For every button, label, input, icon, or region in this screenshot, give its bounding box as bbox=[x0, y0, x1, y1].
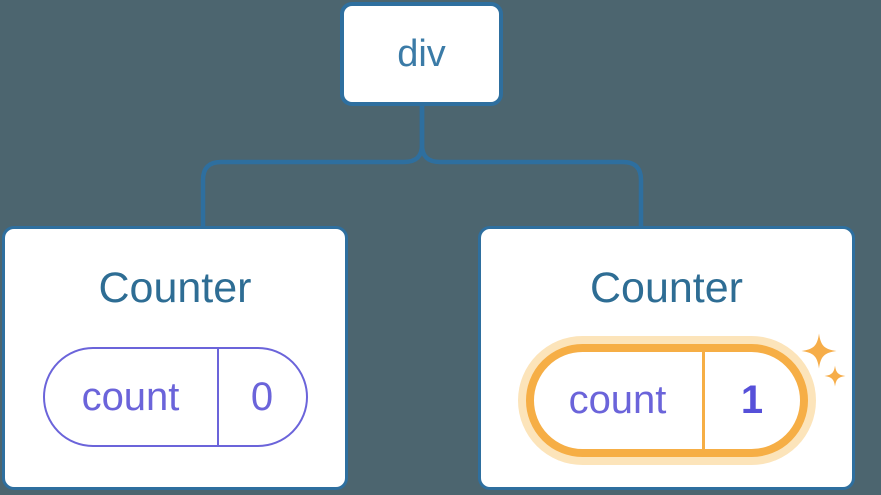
sparkle-small bbox=[824, 365, 845, 387]
component-title: Counter bbox=[590, 264, 743, 312]
state-pill-inner: count 1 bbox=[534, 352, 800, 449]
state-pill: count 0 bbox=[42, 347, 308, 447]
state-key-label: count bbox=[534, 352, 705, 449]
connector-branch-left bbox=[200, 104, 425, 230]
state-pill-highlighted: count 1 bbox=[525, 333, 845, 457]
counter-node-right: Counter count 1 bbox=[478, 226, 855, 490]
root-node-label: div bbox=[397, 33, 446, 75]
sparkles-icon bbox=[801, 333, 845, 387]
state-value: 1 bbox=[740, 378, 764, 422]
sparkle-large bbox=[801, 333, 836, 369]
state-value: 0 bbox=[250, 374, 274, 419]
component-title: Counter bbox=[98, 264, 252, 312]
connector-branch-right bbox=[419, 104, 644, 230]
state-key-label: count bbox=[45, 349, 219, 445]
root-node: div bbox=[340, 2, 503, 106]
counter-node-left: Counter count 0 bbox=[2, 226, 348, 490]
